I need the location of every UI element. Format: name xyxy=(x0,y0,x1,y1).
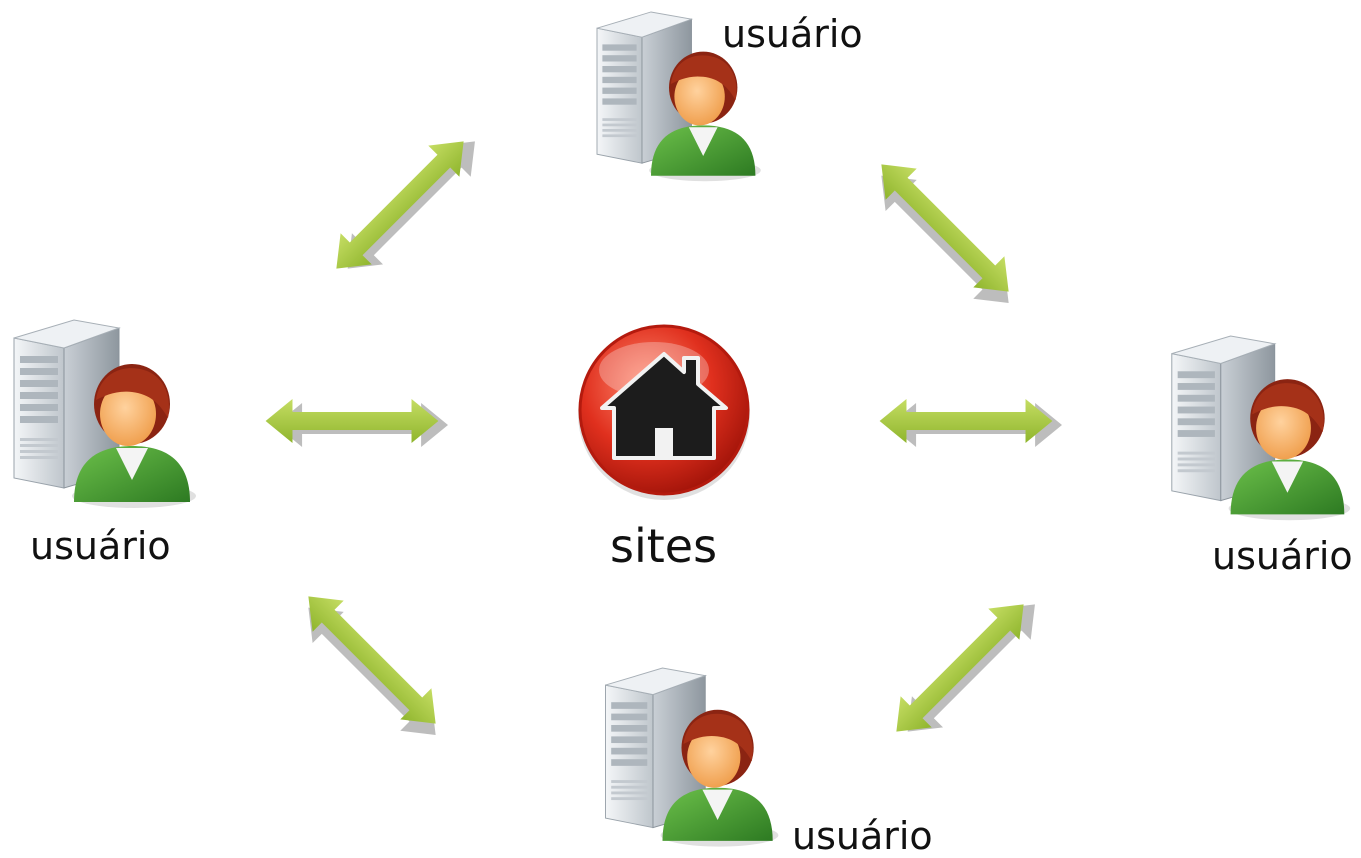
arrow-left-to-bottom xyxy=(292,580,452,751)
user-node-bottom xyxy=(605,667,779,848)
user-label-bottom: usuário xyxy=(792,814,933,858)
user-label-left: usuário xyxy=(30,524,171,568)
user-label-right: usuário xyxy=(1212,534,1353,578)
server-user-icon xyxy=(13,319,197,509)
arrow-center-to-right xyxy=(879,399,1062,447)
server-user-icon xyxy=(605,667,779,848)
arrow-left-to-top xyxy=(320,125,491,285)
user-label-top: usuário xyxy=(722,12,863,56)
center-node xyxy=(576,324,752,502)
arrow-left-to-center xyxy=(265,399,448,447)
center-label: sites xyxy=(610,519,718,573)
home-icon xyxy=(576,324,752,502)
arrow-top-to-right xyxy=(865,148,1025,319)
server-user-icon xyxy=(1171,335,1351,521)
user-node-right xyxy=(1171,335,1351,521)
user-node-left xyxy=(13,319,197,509)
arrow-bottom-to-right xyxy=(880,588,1051,748)
